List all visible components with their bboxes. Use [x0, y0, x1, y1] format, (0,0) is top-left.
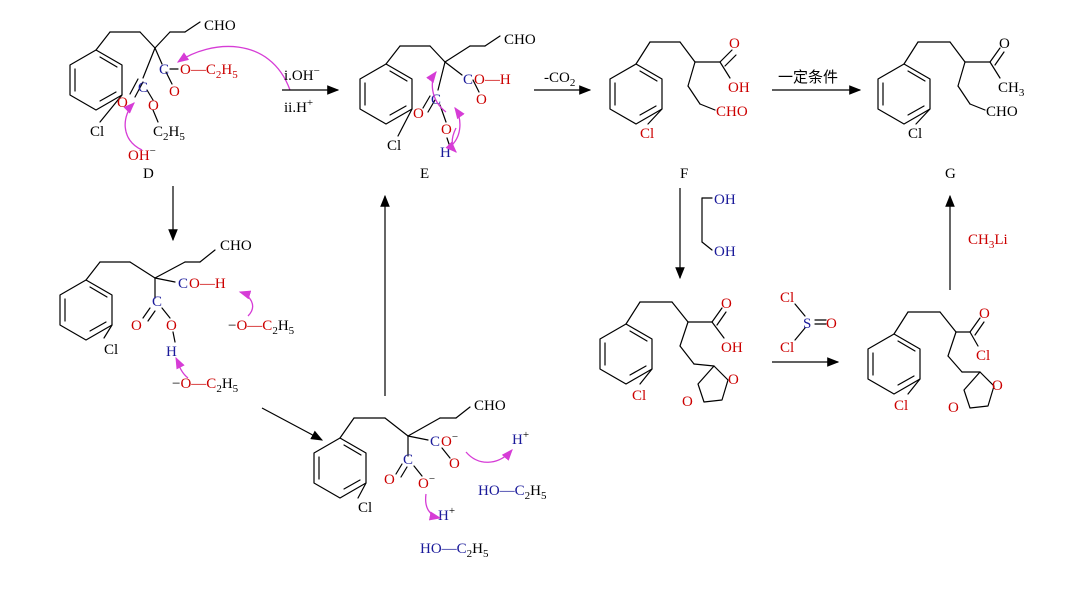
I2-ethanol-1: HO—C2H5: [478, 483, 547, 502]
acid-chloride-ring-cl: Cl: [894, 398, 908, 414]
I1-cho: CHO: [220, 238, 252, 254]
socl2-cl-1: Cl: [780, 290, 794, 306]
acetal-acid-o: O: [721, 296, 732, 312]
I2-c2: C: [403, 452, 413, 468]
I1-curved-arrow-2: [175, 356, 189, 379]
E-curved-arrow-1: [426, 70, 447, 113]
D-c2: C: [138, 80, 148, 96]
E-cl: Cl: [387, 138, 401, 154]
E-curved-arrow-2: [451, 106, 465, 146]
F-cho: CHO: [716, 104, 748, 120]
I2-o-minus-1: O−: [441, 431, 458, 450]
F-o: O: [729, 36, 740, 52]
D-o1: O: [169, 84, 180, 100]
label-D: D: [143, 166, 154, 182]
D-o-ethyl: O—C2H5: [180, 62, 238, 81]
E-curved-arrow-3: [445, 127, 457, 153]
socl2-o: O: [826, 316, 837, 332]
I2-c1: C: [430, 434, 440, 450]
E-c1: C: [463, 72, 473, 88]
I2-curved-arrow-2: [424, 493, 442, 521]
acetal-acid-oh: OH: [721, 340, 743, 356]
thionyl-chloride: [794, 303, 827, 341]
acid-chloride-ring-o2: O: [948, 400, 959, 416]
intermediate-1: [59, 249, 216, 343]
G-ch3: CH3: [998, 80, 1025, 99]
acetal-acid-ring-o1: O: [728, 372, 739, 388]
I1-c2: C: [152, 294, 162, 310]
G-o: O: [999, 36, 1010, 52]
cond-decarb: -CO2: [544, 70, 575, 89]
cond-certain: 一定条件: [778, 68, 838, 86]
E-o2: O: [413, 106, 424, 122]
cond-step2: ii.H+: [284, 97, 313, 116]
D-curved-arrow-1: [176, 45, 291, 91]
I2-ethanol-2: HO—C2H5: [420, 541, 489, 560]
acetal-acid: [599, 301, 729, 403]
D-o3: O: [148, 98, 159, 114]
cond-ch3li: CH3Li: [968, 232, 1008, 251]
I1-c1: C: [178, 276, 188, 292]
I2-hplus-2: H+: [438, 505, 455, 524]
I2-o2: O: [384, 472, 395, 488]
I1-curved-arrow-1: [238, 290, 254, 317]
F-cl: Cl: [640, 126, 654, 142]
socl2-s: S: [803, 316, 811, 332]
I2-hplus-1: H+: [512, 429, 529, 448]
acetal-acid-cl: Cl: [632, 388, 646, 404]
D-c1: C: [159, 62, 169, 78]
acid-chloride-o: O: [979, 306, 990, 322]
I1-h: H: [166, 344, 177, 360]
acid-chloride: [867, 311, 995, 409]
molecule-F: [609, 41, 737, 125]
F-oh: OH: [728, 80, 750, 96]
I2-cl: Cl: [358, 500, 372, 516]
molecule-G: [877, 41, 1005, 125]
molecule-D: [69, 21, 201, 123]
G-cl: Cl: [908, 126, 922, 142]
D-cl: Cl: [90, 124, 104, 140]
E-h: H: [440, 145, 451, 161]
I1-ethoxide-2: −O—C2H5: [172, 376, 239, 395]
acetal-acid-ring-o2: O: [682, 394, 693, 410]
glycol-oh-2: OH: [714, 244, 736, 260]
E-cho: CHO: [504, 32, 536, 48]
I1-cl: Cl: [104, 342, 118, 358]
glycol-oh-1: OH: [714, 192, 736, 208]
acid-chloride-cl: Cl: [976, 348, 990, 364]
D-o2: O: [117, 95, 128, 111]
D-oh-minus: OH−: [128, 145, 156, 164]
label-G: G: [945, 166, 956, 182]
label-E: E: [420, 166, 429, 182]
arrow-I1-to-I2: [261, 407, 324, 441]
D-cho: CHO: [204, 18, 236, 34]
label-F: F: [680, 166, 688, 182]
D-curved-arrow-2: [123, 102, 143, 151]
D-ethyl2: C2H5: [153, 124, 185, 143]
ethylene-glycol: [701, 197, 713, 251]
I1-ethoxide-1: −O—C2H5: [228, 318, 295, 337]
acid-chloride-ring-o1: O: [992, 378, 1003, 394]
I1-o1: O: [131, 318, 142, 334]
molecule-E: [359, 35, 501, 145]
E-o3: O: [441, 122, 452, 138]
E-oh: O—H: [474, 72, 511, 88]
I2-curved-arrow-1: [465, 449, 513, 463]
E-o1: O: [476, 92, 487, 108]
I1-oh: O—H: [189, 276, 226, 292]
socl2-cl-2: Cl: [780, 340, 794, 356]
intermediate-2: [313, 406, 471, 499]
G-cho: CHO: [986, 104, 1018, 120]
I1-o2: O: [166, 318, 177, 334]
I2-o1: O: [449, 456, 460, 472]
I2-o-minus-2: O−: [418, 473, 435, 492]
cond-step1: i.OH−: [284, 65, 320, 84]
I2-cho: CHO: [474, 398, 506, 414]
